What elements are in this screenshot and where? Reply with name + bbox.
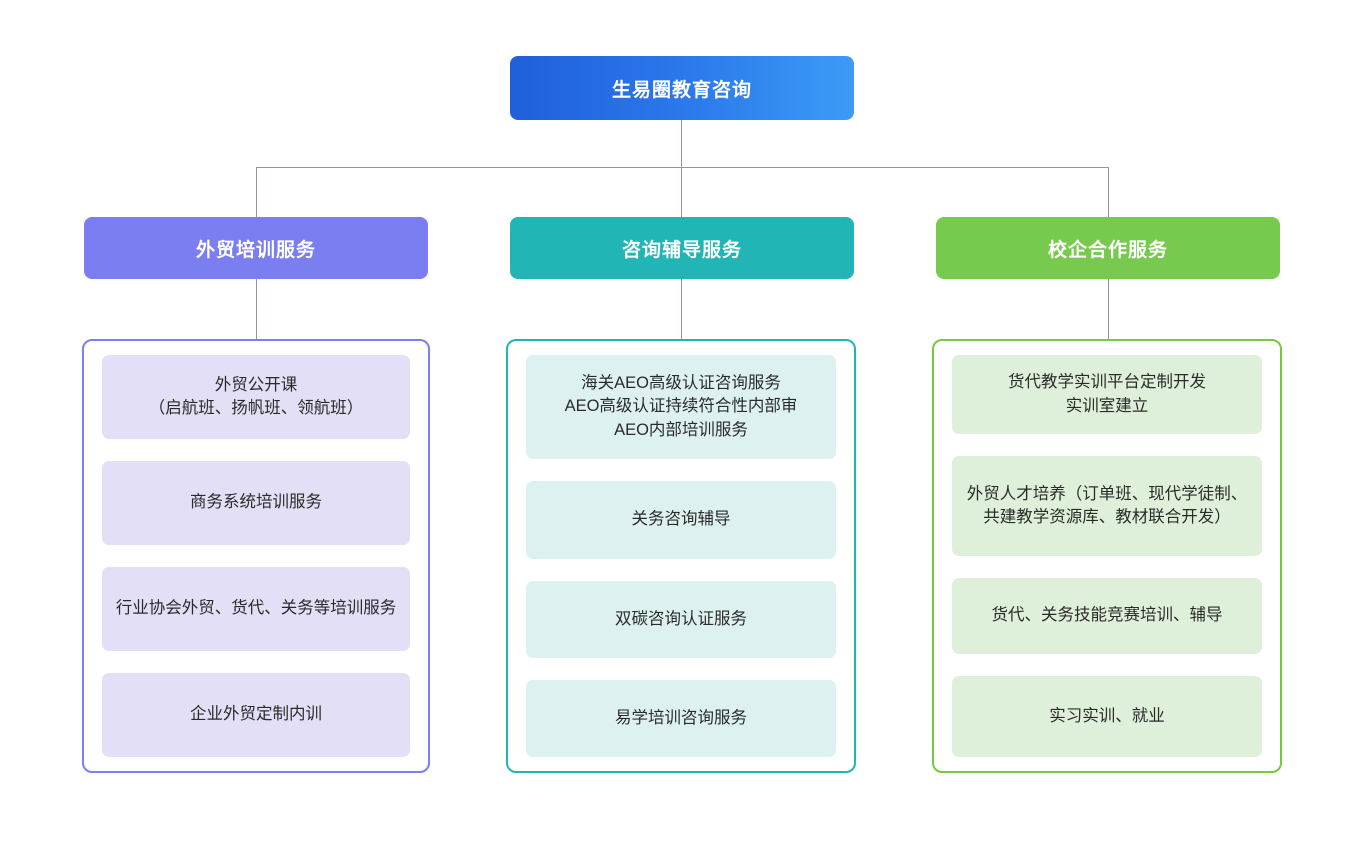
- leaf-item[interactable]: 易学培训咨询服务: [526, 679, 836, 758]
- leaf-item[interactable]: 外贸公开课 （启航班、扬帆班、领航班）: [102, 355, 410, 439]
- leaf-item[interactable]: 关务咨询辅导: [526, 481, 836, 559]
- category-header-0[interactable]: 外贸培训服务: [84, 217, 428, 279]
- category-header-2[interactable]: 校企合作服务: [936, 217, 1280, 279]
- leaf-item[interactable]: 实习实训、就业: [952, 675, 1262, 757]
- connector-drop-col-0: [256, 167, 257, 217]
- category-header-1-label: 咨询辅导服务: [621, 239, 742, 261]
- leaf-item[interactable]: 海关AEO高级认证咨询服务 AEO高级认证持续符合性内部审 AEO内部培训服务: [526, 355, 836, 460]
- category-header-1[interactable]: 咨询辅导服务: [510, 217, 854, 279]
- root-node-label: 生易圈教育咨询: [611, 79, 752, 101]
- category-group-2: 货代教学实训平台定制开发 实训室建立 外贸人才培养（订单班、现代学徒制、共建教学…: [932, 339, 1282, 773]
- leaf-item[interactable]: 货代教学实训平台定制开发 实训室建立: [952, 355, 1262, 435]
- connector-horizontal-bus: [256, 167, 1108, 168]
- connector-root-stem: [681, 120, 682, 167]
- leaf-item[interactable]: 行业协会外贸、货代、关务等培训服务: [102, 567, 410, 651]
- category-group-1: 海关AEO高级认证咨询服务 AEO高级认证持续符合性内部审 AEO内部培训服务 …: [506, 339, 856, 773]
- connector-header-to-group-1: [681, 279, 682, 339]
- leaf-item[interactable]: 货代、关务技能竞赛培训、辅导: [952, 577, 1262, 654]
- leaf-item[interactable]: 外贸人才培养（订单班、现代学徒制、共建教学资源库、教材联合开发）: [952, 456, 1262, 556]
- category-header-2-label: 校企合作服务: [1047, 239, 1168, 261]
- root-node[interactable]: 生易圈教育咨询: [510, 56, 854, 120]
- connector-drop-col-2: [1108, 167, 1109, 217]
- connector-header-to-group-2: [1108, 279, 1109, 339]
- leaf-item[interactable]: 企业外贸定制内训: [102, 673, 410, 757]
- category-group-0: 外贸公开课 （启航班、扬帆班、领航班） 商务系统培训服务 行业协会外贸、货代、关…: [82, 339, 430, 773]
- category-header-0-label: 外贸培训服务: [195, 239, 316, 261]
- connector-drop-col-1: [681, 167, 682, 217]
- leaf-item[interactable]: 双碳咨询认证服务: [526, 580, 836, 658]
- connector-header-to-group-0: [256, 279, 257, 339]
- leaf-item[interactable]: 商务系统培训服务: [102, 461, 410, 545]
